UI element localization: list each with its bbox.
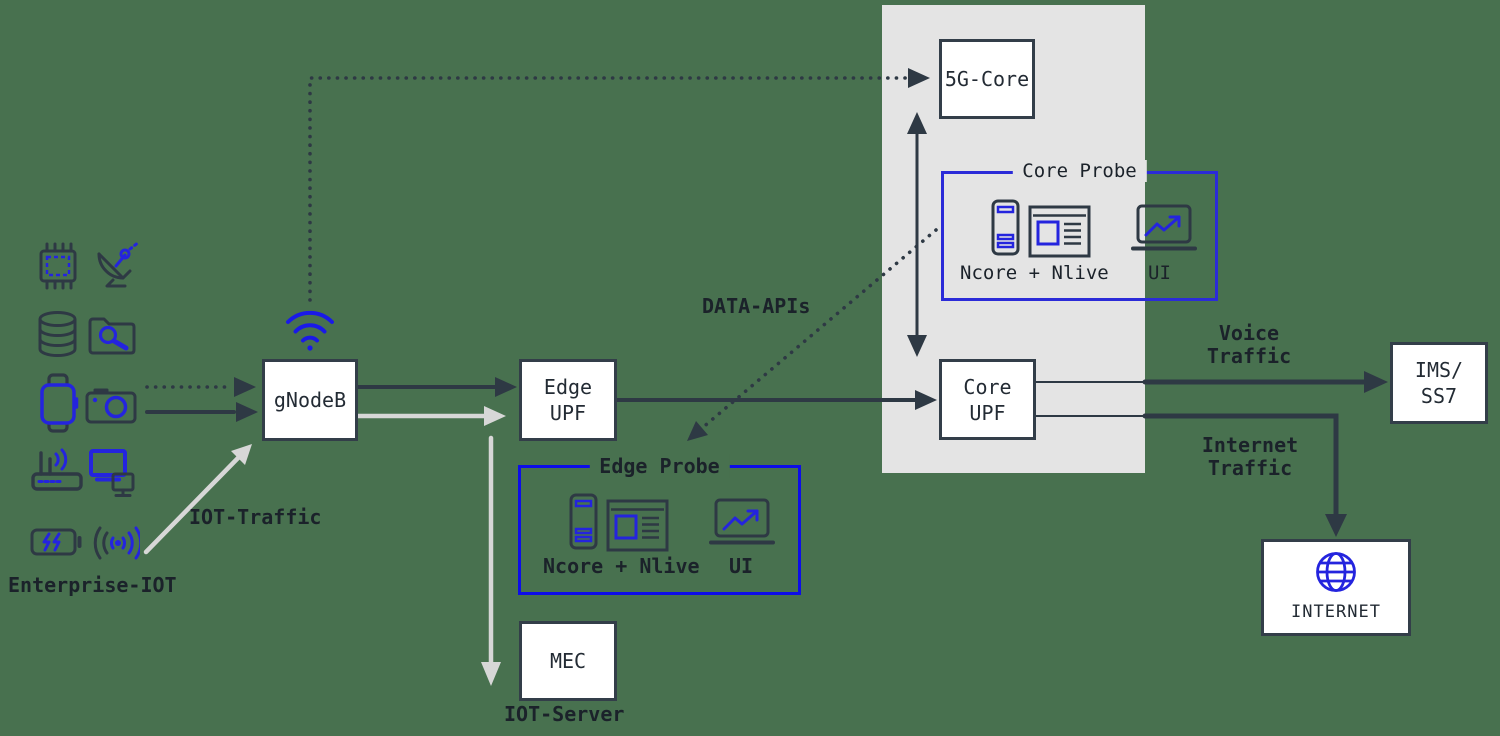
head-white-down	[481, 662, 501, 686]
iot-server-label: IOT-Server	[504, 702, 625, 726]
head-edgeupf	[495, 377, 517, 397]
node-ims-ss7: IMS/ SS7	[1390, 342, 1488, 424]
core-probe-title: Core Probe	[1012, 160, 1147, 182]
smartwatch-icon	[37, 373, 79, 433]
router-icon	[31, 445, 83, 495]
internet-traffic-label: Internet Traffic	[1201, 433, 1299, 480]
head-internet	[1325, 514, 1347, 537]
enterprise-iot-label: Enterprise-IOT	[8, 573, 177, 597]
browser-window-icon	[1028, 205, 1091, 262]
data-apis-label: DATA-APIs	[702, 294, 811, 318]
head-white-right	[484, 406, 506, 426]
edge-probe-title: Edge Probe	[589, 454, 730, 478]
server-icon	[569, 493, 598, 554]
core-probe-label-ncore-nlive: Ncore + Nlive	[960, 262, 1109, 284]
head-gnodeb-dotted	[234, 377, 256, 397]
node-edge-upf: Edge UPF	[519, 359, 617, 441]
battery-icon	[30, 525, 82, 559]
core-probe-box: Core Probe	[941, 160, 1218, 301]
core-probe-label-ui: UI	[1148, 262, 1171, 284]
satellite-dish-icon	[92, 240, 144, 288]
monitors-icon	[88, 448, 136, 500]
head-iot-traffic	[231, 444, 252, 465]
browser-window-icon	[606, 499, 669, 556]
head-data-apis	[687, 421, 708, 441]
edge-probe-label-ui: UI	[729, 554, 754, 578]
head-gnodeb-solid	[236, 402, 258, 422]
arrow-gnodeb-to-5gcore-dotted	[308, 76, 910, 302]
globe-icon	[1314, 550, 1358, 594]
node-mec: MEC	[519, 621, 617, 701]
cpu-chip-icon	[33, 242, 83, 290]
laptop-chart-icon	[1131, 204, 1197, 255]
edge-probe-label-ncore-nlive: Ncore + Nlive	[543, 554, 700, 578]
internet-label: INTERNET	[1291, 602, 1381, 622]
iot-traffic-label: IOT-Traffic	[189, 505, 322, 529]
server-icon	[991, 199, 1020, 260]
voice-traffic-label: Voice Traffic	[1206, 321, 1292, 368]
folder-search-icon	[87, 312, 137, 356]
node-core-upf: Core UPF	[939, 359, 1036, 440]
wifi-icon	[284, 306, 336, 352]
node-5g-core: 5G-Core	[939, 39, 1035, 119]
broadcast-icon	[92, 521, 143, 565]
node-internet: INTERNET	[1261, 539, 1411, 636]
edge-probe-box: Edge Probe	[518, 454, 801, 595]
laptop-chart-icon	[709, 498, 775, 549]
database-icon	[36, 310, 79, 358]
head-voice	[1364, 371, 1388, 393]
camera-icon	[85, 385, 137, 425]
node-gnodeb: gNodeB	[262, 359, 358, 441]
